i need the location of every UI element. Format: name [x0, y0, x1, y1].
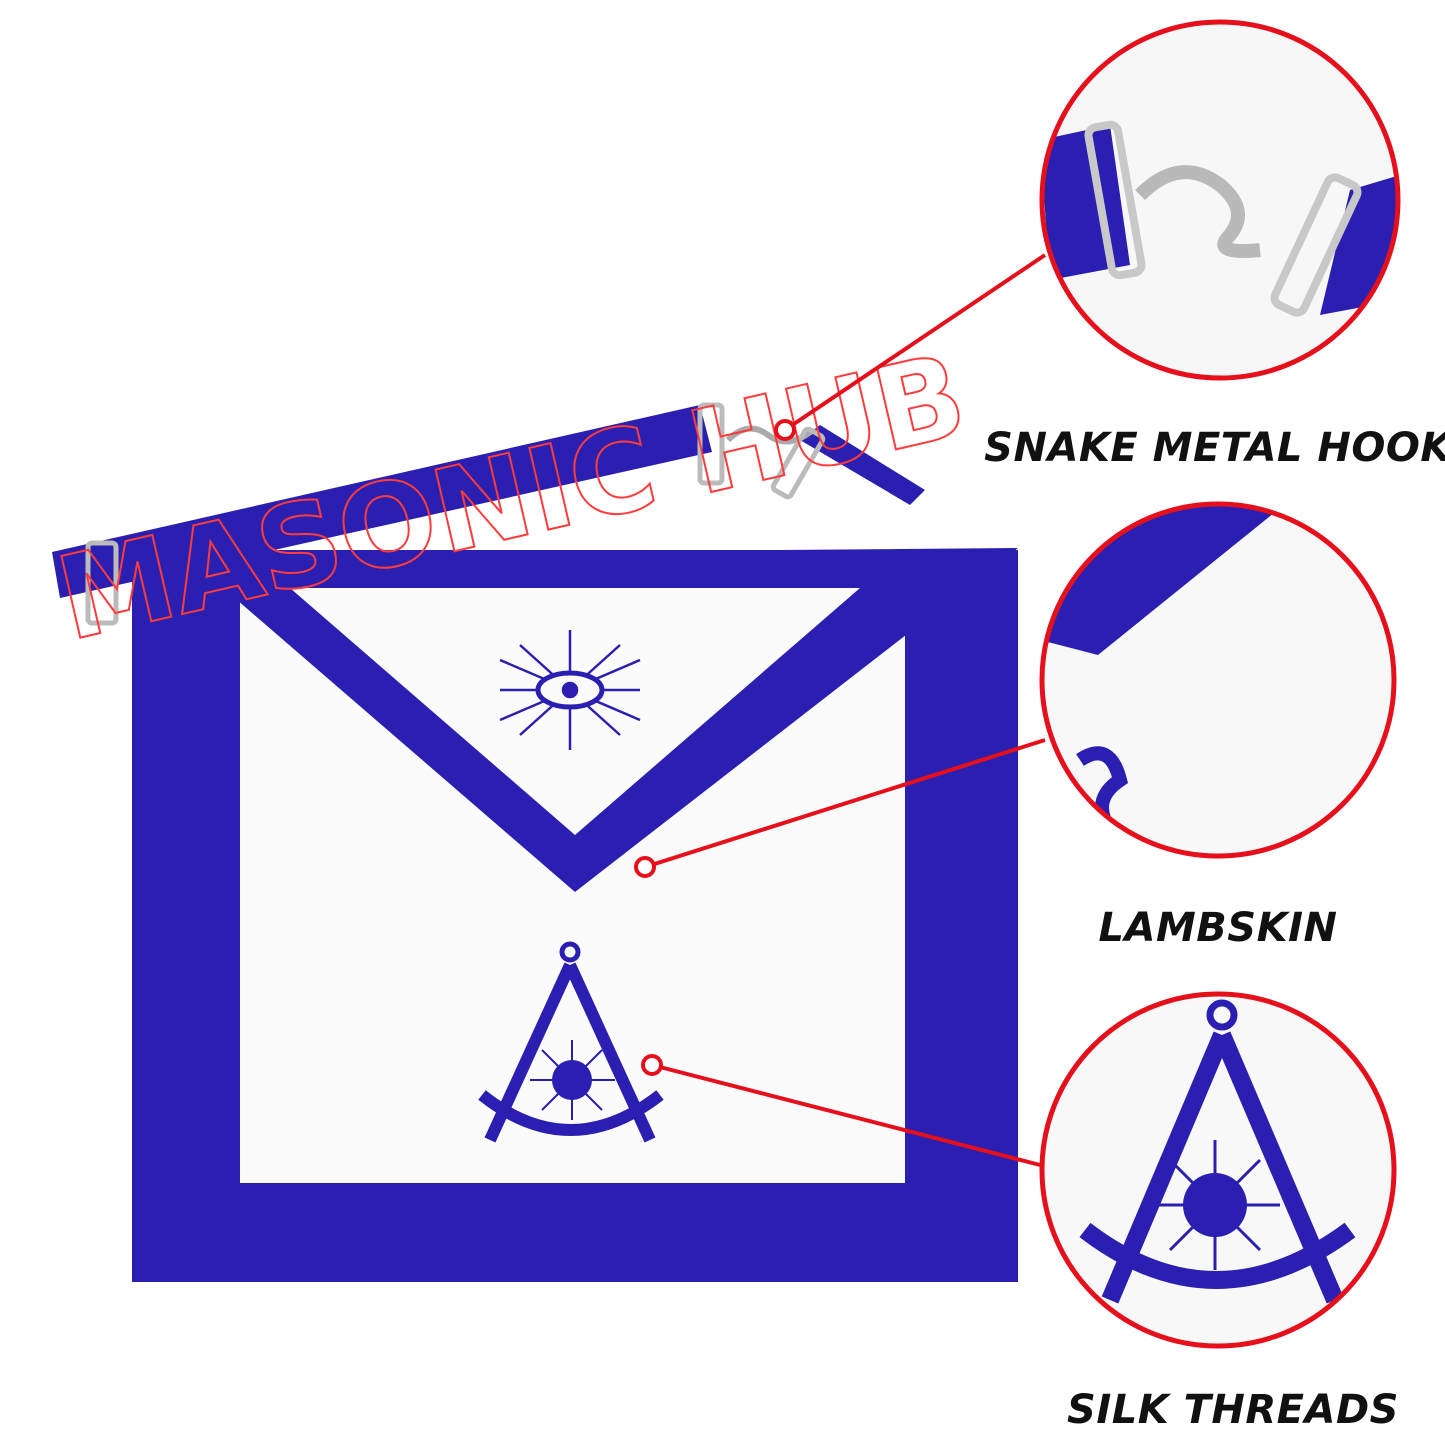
snake-hook-icon [1135, 165, 1261, 258]
callout-label-lambskin: LAMBSKIN [1098, 905, 1338, 951]
apron-belt [52, 402, 925, 626]
lambskin-detail [1039, 501, 1397, 859]
snake-hook-detail [1039, 19, 1401, 381]
callout-label-threads: SILK THREADS [1067, 1387, 1399, 1433]
callout-lines [634, 253, 1047, 1167]
embroidery-detail [1039, 991, 1397, 1349]
all-seeing-eye-icon [499, 630, 641, 750]
callout-label-hook: SNAKE METAL HOOK [984, 425, 1445, 471]
apron [132, 548, 1018, 1282]
past-master-emblem-icon [478, 941, 664, 1143]
